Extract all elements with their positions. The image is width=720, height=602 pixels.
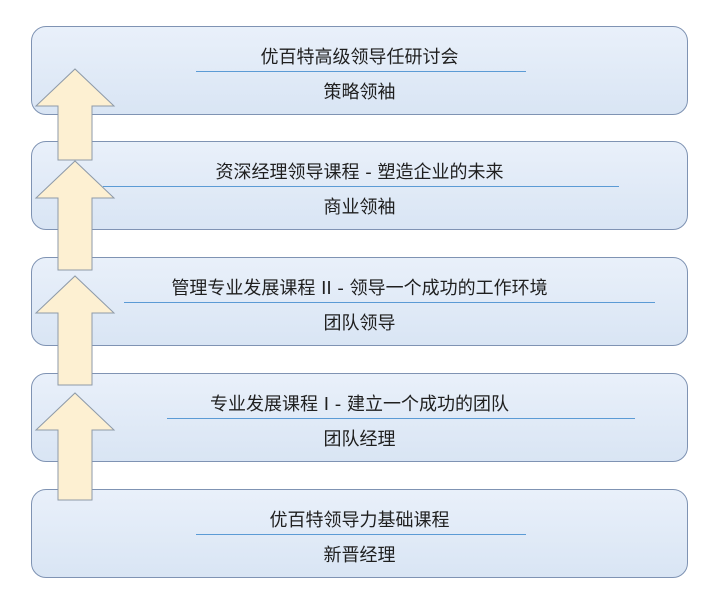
level-3-title: 管理专业发展课程 II - 领导一个成功的工作环境 <box>171 278 548 299</box>
level-1-rule <box>196 71 526 72</box>
level-2-title: 资深经理领导课程 - 塑造企业的未来 <box>215 162 504 183</box>
level-2-rule <box>103 186 619 187</box>
level-5-subtitle: 新晋经理 <box>323 545 396 566</box>
level-box-3: 管理专业发展课程 II - 领导一个成功的工作环境 团队领导 <box>31 257 688 346</box>
level-box-1: 优百特高级领导任研讨会 策略领袖 <box>31 26 688 115</box>
level-5-title: 优百特领导力基础课程 <box>269 510 450 531</box>
level-4-rule <box>167 418 635 419</box>
level-3-subtitle: 团队领导 <box>323 313 396 334</box>
level-5-rule <box>196 534 526 535</box>
level-box-2: 资深经理领导课程 - 塑造企业的未来 商业领袖 <box>31 141 688 230</box>
level-box-4: 专业发展课程 I - 建立一个成功的团队 团队经理 <box>31 373 688 462</box>
level-4-subtitle: 团队经理 <box>323 429 396 450</box>
level-1-subtitle: 策略领袖 <box>323 82 396 103</box>
level-1-title: 优百特高级领导任研讨会 <box>260 47 459 68</box>
level-box-5: 优百特领导力基础课程 新晋经理 <box>31 489 688 578</box>
level-2-subtitle: 商业领袖 <box>323 197 396 218</box>
level-3-rule <box>124 302 655 303</box>
level-4-title: 专业发展课程 I - 建立一个成功的团队 <box>210 394 509 415</box>
